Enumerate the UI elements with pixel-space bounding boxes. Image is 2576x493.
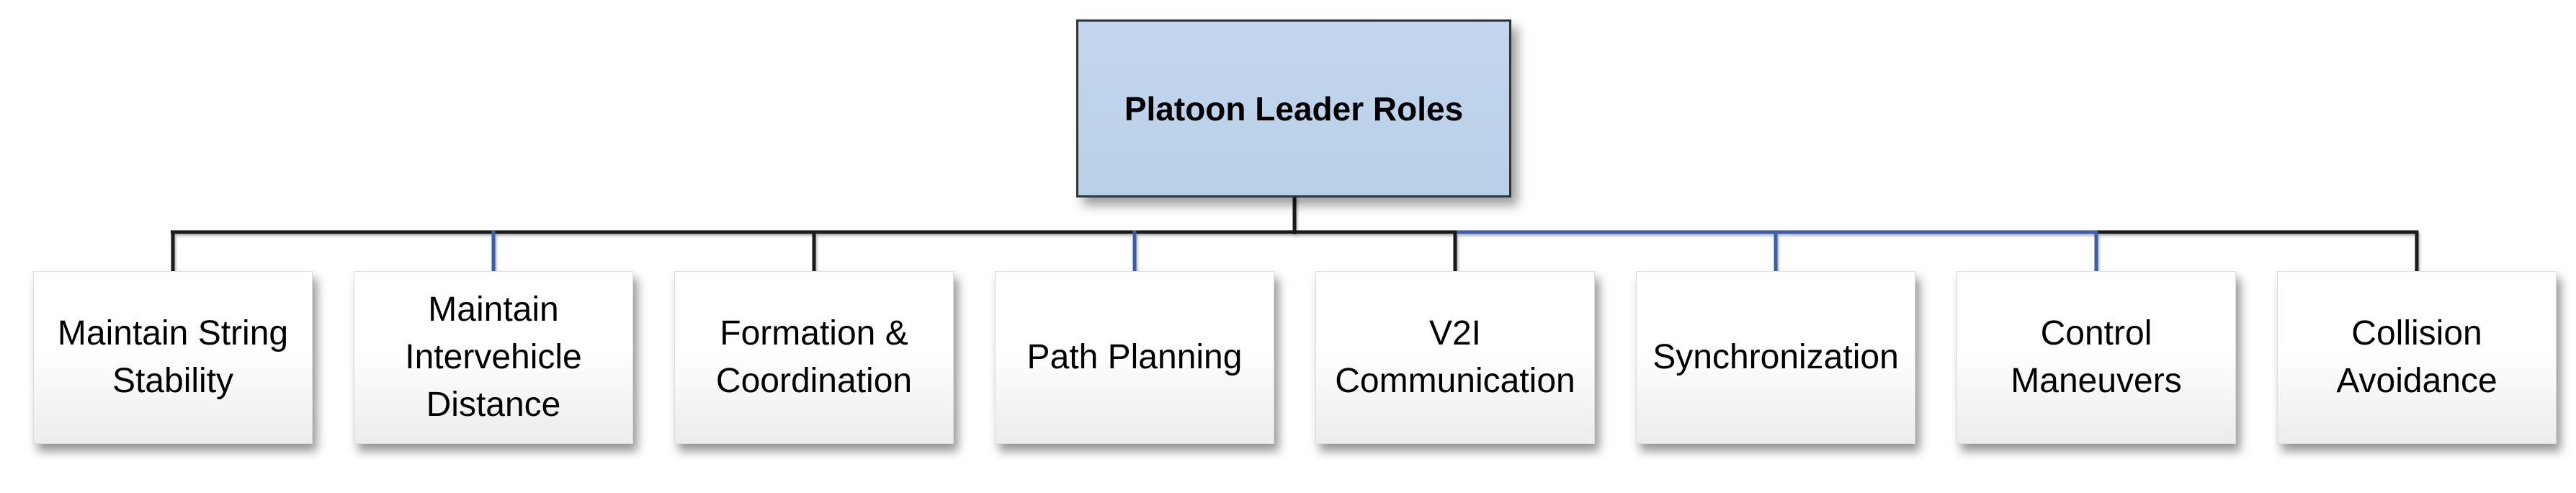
child-node-path-planning: Path Planning <box>995 271 1274 444</box>
child-node-synchronization: Synchronization <box>1636 271 1915 444</box>
child-node-label: V2I Communication <box>1335 314 1575 400</box>
child-node-maintain-string-stability: Maintain String Stability <box>33 271 313 444</box>
child-node-collision-avoidance: Collision Avoidance <box>2277 271 2557 444</box>
root-node: Platoon Leader Roles <box>1076 19 1511 197</box>
child-node-label: Synchronization <box>1653 338 1899 376</box>
child-node-label: Formation & Coordination <box>715 314 913 400</box>
child-node-maintain-intervehicle-distance: Maintain Intervehicle Distance <box>354 271 633 444</box>
child-node-label: Collision Avoidance <box>2336 314 2497 400</box>
child-node-label: Path Planning <box>1027 338 1243 376</box>
child-node-label: Maintain Intervehicle Distance <box>405 290 582 424</box>
child-node-formation-coordination: Formation & Coordination <box>674 271 954 444</box>
child-node-control-maneuvers: Control Maneuvers <box>1956 271 2236 444</box>
child-node-label: Control Maneuvers <box>2011 314 2182 400</box>
child-node-v2i-communication: V2I Communication <box>1315 271 1595 444</box>
child-node-label: Maintain String Stability <box>57 314 289 400</box>
root-node-label: Platoon Leader Roles <box>1124 89 1464 128</box>
